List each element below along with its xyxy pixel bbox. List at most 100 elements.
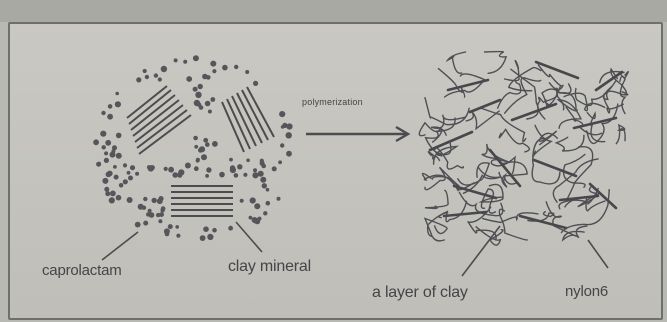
monomer-dot xyxy=(194,166,199,171)
nylon-chain xyxy=(481,108,526,142)
monomer-dot xyxy=(199,146,205,152)
monomer-dot xyxy=(152,198,157,203)
monomer-dot xyxy=(113,165,117,169)
monomer-dot xyxy=(172,172,178,178)
nylon-chain xyxy=(499,209,527,240)
monomer-dot xyxy=(250,197,256,203)
clay-stack-right xyxy=(222,87,274,152)
monomer-dot xyxy=(263,211,267,215)
monomer-dot xyxy=(93,139,99,145)
monomer-dot xyxy=(107,114,113,120)
monomer-dot xyxy=(123,163,127,167)
monomer-dot xyxy=(115,101,121,107)
monomer-dot xyxy=(203,226,209,232)
monomer-dot xyxy=(228,226,233,231)
monomer-dot xyxy=(100,131,106,137)
monomer-dot xyxy=(174,58,178,62)
polymerization-label: polymerization xyxy=(302,97,363,107)
monomer-dot xyxy=(123,179,128,184)
monomer-dot xyxy=(246,159,250,163)
monomer-dot xyxy=(249,216,253,220)
monomer-dot xyxy=(109,197,115,203)
monomer-dot xyxy=(146,212,150,216)
monomer-dot xyxy=(102,178,108,184)
monomer-dot xyxy=(252,217,258,223)
monomer-dot xyxy=(286,123,292,129)
monomer-dot xyxy=(206,167,211,172)
monomer-dot xyxy=(156,213,160,217)
monomer-dot xyxy=(164,167,168,171)
monomer-dot xyxy=(201,154,207,160)
nylon-chain xyxy=(425,98,469,125)
monomer-dot xyxy=(143,197,147,201)
pointer-clay-mineral xyxy=(236,222,262,252)
monomer-dot xyxy=(135,172,139,176)
monomer-dot xyxy=(158,77,162,81)
nylon-chain xyxy=(546,202,576,236)
monomer-dot xyxy=(212,141,218,147)
monomer-dot xyxy=(183,60,187,64)
pointer-nylon xyxy=(588,240,608,268)
nylon-chain xyxy=(448,52,466,73)
monomer-dot xyxy=(212,228,217,233)
nylon-chain xyxy=(575,147,593,188)
monomer-dot xyxy=(272,166,277,171)
monomer-dot xyxy=(127,171,131,175)
monomer-dot xyxy=(240,199,244,203)
monomer-dot xyxy=(135,222,141,228)
monomer-dot xyxy=(143,221,148,226)
monomer-dot xyxy=(127,197,133,203)
monomer-dot xyxy=(205,101,211,107)
caprolactam-monomers xyxy=(93,55,292,241)
monomer-dot xyxy=(96,162,101,167)
monomer-dot xyxy=(112,145,117,150)
monomer-dot xyxy=(195,92,201,98)
nylon-chain xyxy=(587,113,604,142)
monomer-dot xyxy=(197,103,201,107)
monomer-dot xyxy=(105,140,111,146)
monomer-dot xyxy=(158,219,162,223)
monomer-dot xyxy=(128,176,133,181)
monomer-dot xyxy=(254,203,260,209)
nylon-chain xyxy=(422,173,458,190)
monomer-dot xyxy=(230,167,236,173)
monomer-dot xyxy=(253,168,257,172)
monomer-dot xyxy=(168,167,174,173)
monomer-dot xyxy=(185,163,191,169)
monomer-dot xyxy=(212,69,216,73)
monomer-dot xyxy=(229,158,233,162)
clay-stack-bottom xyxy=(171,186,233,216)
monomer-dot xyxy=(222,65,228,71)
monomer-dot xyxy=(286,132,292,138)
monomer-dot xyxy=(258,171,264,177)
nylon-chain xyxy=(616,125,625,144)
monomer-dot xyxy=(205,142,210,147)
monomer-dot xyxy=(237,164,242,169)
monomer-dot xyxy=(119,183,124,188)
monomer-dot xyxy=(160,208,164,212)
monomer-dot xyxy=(234,173,239,178)
monomer-dot xyxy=(102,145,106,149)
monomer-dot xyxy=(175,225,179,229)
monomer-dot xyxy=(147,165,151,169)
monomer-dot xyxy=(208,110,212,114)
monomer-dot xyxy=(198,84,203,89)
pointer-caprolactam xyxy=(102,232,138,260)
monomer-dot xyxy=(253,81,258,86)
monomer-dot xyxy=(143,69,147,73)
nylon-chain xyxy=(485,52,507,74)
monomer-dot xyxy=(101,111,105,115)
monomer-dot xyxy=(193,55,199,61)
monomer-dot xyxy=(277,197,281,201)
monomer-dot xyxy=(145,75,149,79)
monomer-dot xyxy=(130,165,135,170)
monomer-dot xyxy=(148,209,152,213)
monomer-dot xyxy=(106,172,112,178)
monomer-dot xyxy=(193,136,198,141)
nylon-chain xyxy=(558,100,581,128)
monomer-dot xyxy=(176,234,180,238)
monomer-dot xyxy=(110,191,116,197)
monomer-dot xyxy=(114,175,119,180)
monomer-dot xyxy=(108,104,113,109)
monomer-dot xyxy=(136,77,141,82)
